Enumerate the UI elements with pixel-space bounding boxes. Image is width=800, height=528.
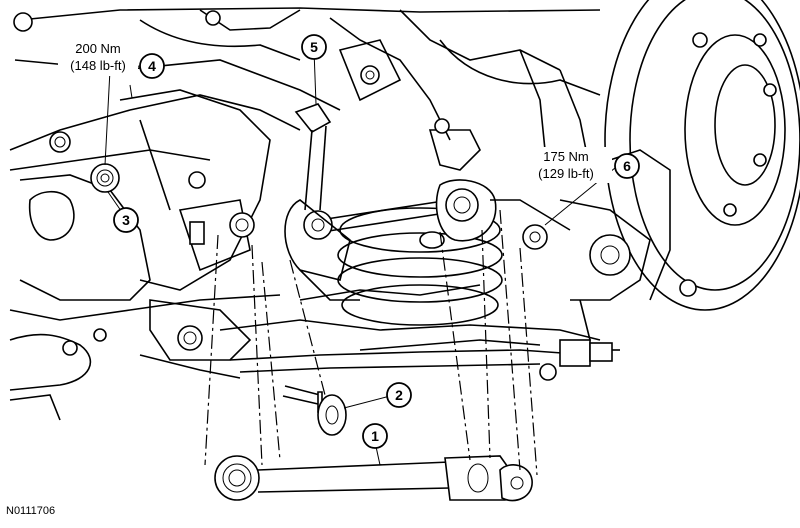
coil-spring — [337, 207, 503, 326]
figure-id: N0111706 — [6, 505, 55, 517]
center-bushing — [428, 118, 497, 242]
lower-lateral-arm — [214, 455, 533, 502]
torque-lbft-4: (148 lb-ft) — [70, 58, 126, 73]
callout-leaders — [104, 49, 616, 466]
svg-text:1: 1 — [371, 428, 379, 444]
left-bracket-assembly — [9, 89, 281, 421]
callout-4: 4 — [139, 53, 165, 79]
bolt-item-2 — [282, 385, 347, 436]
svg-text:6: 6 — [623, 158, 631, 174]
callout-3: 3 — [113, 207, 139, 233]
svg-text:2: 2 — [395, 387, 403, 403]
callout-6: 6 — [614, 153, 640, 179]
torque-nm-4: 200 Nm — [75, 41, 121, 56]
installation-guide-lines — [204, 209, 538, 476]
callout-5: 5 — [301, 34, 327, 60]
callout-2: 2 — [386, 382, 412, 408]
callout-1: 1 — [362, 423, 388, 449]
stabilizer-link — [539, 299, 620, 381]
svg-text:5: 5 — [310, 39, 318, 55]
toe-link-rod — [284, 103, 453, 301]
lower-crossmember — [219, 284, 601, 373]
svg-text:3: 3 — [122, 212, 130, 228]
svg-text:4: 4 — [148, 58, 156, 74]
torque-lbft-6: (129 lb-ft) — [538, 166, 594, 181]
torque-nm-6: 175 Nm — [543, 149, 589, 164]
vehicle-body-structure — [9, 7, 601, 171]
torque-spec-4: 200 Nm (148 lb-ft) — [58, 40, 138, 76]
torque-spec-6: 175 Nm (129 lb-ft) — [520, 147, 612, 183]
